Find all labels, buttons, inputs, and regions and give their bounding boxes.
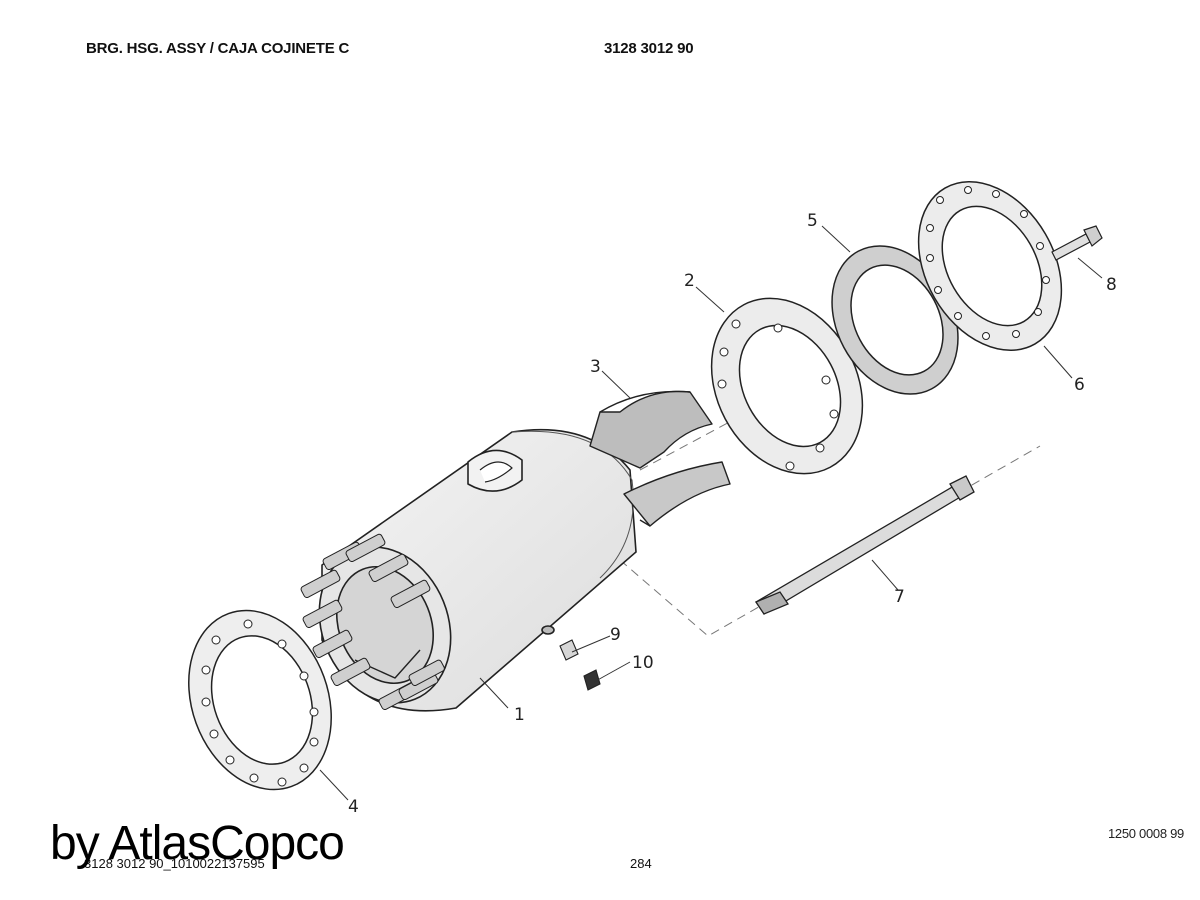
tie-rod [755,475,975,615]
grease-nipple [559,639,579,661]
plug [583,669,601,691]
flange-ring [710,297,864,475]
callout-6: 6 [1074,375,1085,395]
part-number: 3128 3012 90 [604,40,694,57]
file-identifier: 3128 3012 90_1010022137595 [84,856,265,871]
page-number: 284 [630,856,652,871]
callout-5: 5 [807,211,818,231]
callout-1: 1 [514,705,525,725]
callout-2: 2 [684,271,695,291]
callout-7: 7 [894,587,905,607]
callout-9: 9 [610,625,621,645]
callout-leaders [319,225,1103,801]
end-flange-ring-right [917,180,1063,352]
document-title: BRG. HSG. ASSY / CAJA COJINETE C [86,40,350,57]
callout-10: 10 [632,653,654,673]
callout-3: 3 [590,357,601,377]
end-flange-ring-left [188,609,332,791]
brand-watermark: by AtlasCopco [50,817,345,870]
bearing-shells [589,390,731,527]
callout-4: 4 [348,797,359,817]
drawing-reference-number: 1250 0008 99 [1108,826,1184,841]
bearing-housing-body [300,428,637,712]
callout-8: 8 [1106,275,1117,295]
hex-bolt [1051,225,1103,261]
